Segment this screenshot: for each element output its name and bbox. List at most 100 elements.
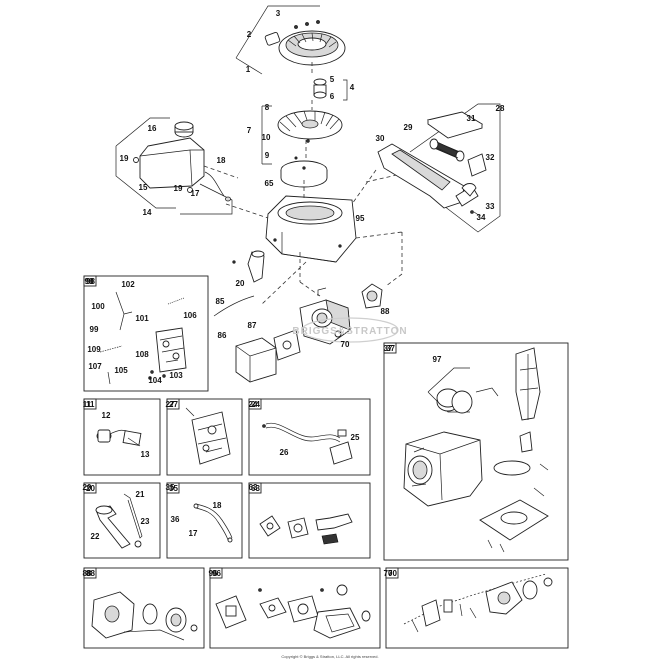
inset-27: 27 [166,398,243,476]
inset-35: 35 [166,482,243,559]
part-callout-3: 3 [276,9,281,18]
blower-housing [265,195,357,263]
part-callout-70: 70 [384,569,393,578]
bracket-flywheel [261,105,272,165]
part-callout-65: 65 [265,179,274,188]
gasket-87 [273,329,301,361]
inset-96-label: 96 [212,569,221,578]
part-callout-33: 33 [486,202,495,211]
inset-88-label: 88 [86,569,95,578]
part-callout-85: 85 [216,297,225,306]
part-callout-18: 18 [213,501,222,510]
part-callout-8: 8 [265,103,270,112]
part-callout-9: 9 [265,151,270,160]
part-callout-86: 86 [218,331,227,340]
part-callout-34: 34 [477,213,486,222]
part-callout-6: 6 [330,92,335,101]
part-callout-13: 13 [141,450,150,459]
part-callout-107: 107 [88,362,102,371]
air-filter [429,138,465,162]
inset-35-label: 35 [169,484,178,493]
part-callout-101: 101 [135,314,149,323]
oil-fill-tube [232,250,265,283]
part-callout-100: 100 [91,302,105,311]
assembly-guide-lines [203,62,411,305]
part-callout-88: 88 [83,569,92,578]
part-callout-106: 106 [183,311,197,320]
part-callout-98: 98 [85,277,94,286]
starter-cup [313,78,348,101]
part-callout-19: 19 [174,184,183,193]
carburetor-88 [361,283,383,309]
part-callout-105: 105 [114,366,128,375]
inset-37-label: 37 [386,344,395,353]
part-callout-15: 15 [139,183,148,192]
part-callout-97: 97 [433,355,442,364]
part-callout-31: 31 [467,114,476,123]
flywheel-magnet [280,156,328,188]
part-callout-7: 7 [247,126,252,135]
part-callout-23: 23 [141,517,150,526]
part-callout-104: 104 [148,376,162,385]
air-cleaner-cover [426,111,484,139]
part-callout-10: 10 [262,133,271,142]
part-callout-32: 32 [486,153,495,162]
inset-70-label: 70 [388,569,397,578]
inset-98-label: 98 [86,277,95,286]
copyright-text: Copyright © Briggs & Stratton, LLC. All … [281,654,378,659]
part-callout-95: 95 [356,214,365,223]
part-callout-109: 109 [87,345,101,354]
part-callout-37: 37 [384,344,393,353]
inset-63-label: 63 [251,484,260,493]
bracket-air-cleaner [409,103,501,233]
part-callout-25: 25 [351,433,360,442]
inset-88: 88 [83,567,205,649]
part-callout-35: 35 [166,483,175,492]
part-callout-70: 70 [341,340,350,349]
part-callout-96: 96 [209,569,218,578]
inset-20: 20 [83,482,161,559]
part-callout-4: 4 [350,83,355,92]
inset-27-label: 27 [169,400,178,409]
air-cleaner-86 [235,337,277,383]
part-callout-20: 20 [236,279,245,288]
part-callout-5: 5 [330,75,335,84]
part-callout-63: 63 [249,483,258,492]
part-callout-87: 87 [248,321,257,330]
bracket-fuel-tank [115,117,176,209]
part-callout-2: 2 [247,30,252,39]
inset-24-label: 24 [251,400,260,409]
inset-96: 96 [209,567,381,649]
watermark-text: BRIGGS&STRATTON [292,326,407,337]
fuel-tank [133,121,231,202]
part-callout-99: 99 [90,325,99,334]
part-callout-26: 26 [280,448,289,457]
part-callout-17: 17 [189,529,198,538]
part-callout-18: 18 [217,156,226,165]
watermark: BRIGGS&STRATTON [292,317,407,343]
part-callout-19: 19 [120,154,129,163]
part-callout-21: 21 [136,490,145,499]
inset-37: 37 [383,342,569,561]
part-callout-14: 14 [143,208,152,217]
air-cleaner-small-parts [461,153,487,217]
part-callout-22: 22 [91,532,100,541]
cable-85 [213,295,255,317]
inset-11-label: 11 [86,400,95,409]
inset-24: 24 [248,398,371,476]
flywheel [277,110,343,143]
part-callout-103: 103 [169,371,183,380]
bracket-starter [235,5,320,75]
inset-70: 70 [385,567,569,649]
part-callout-88: 88 [381,307,390,316]
part-callout-108: 108 [135,350,149,359]
part-callout-20: 20 [83,483,92,492]
part-callout-36: 36 [171,515,180,524]
rewind-starter [264,20,346,66]
inset-11: 11 [83,398,161,476]
part-callout-12: 12 [102,411,111,420]
part-callout-1: 1 [246,65,251,74]
part-callout-29: 29 [404,123,413,132]
